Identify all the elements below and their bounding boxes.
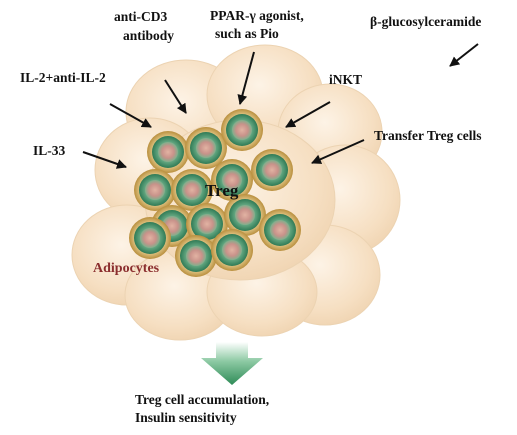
treg-cell	[134, 169, 176, 211]
treg-cell	[224, 194, 266, 236]
arrow-il2	[109, 103, 152, 128]
treg-cell	[211, 159, 253, 201]
treg-cell	[221, 109, 263, 151]
label-ppar-line1: PPAR-γ agonist,	[210, 8, 304, 23]
down-arrow-icon	[201, 342, 263, 385]
label-treg: Treg	[205, 181, 239, 200]
treg-cell	[251, 149, 293, 191]
treg-cell	[185, 127, 227, 169]
treg-cell	[186, 203, 228, 245]
label-glucosylceramide: β-glucosylceramide	[370, 14, 481, 29]
label-il2: IL-2+anti-IL-2	[20, 70, 106, 85]
arrow-glucosylceramide	[449, 43, 479, 67]
treg-cell	[211, 229, 253, 271]
treg-cell	[175, 235, 217, 277]
label-anti-cd3-line2: antibody	[123, 28, 174, 43]
arrow-anti-cd3	[164, 79, 187, 114]
pointer-arrows	[82, 43, 479, 169]
label-outcome-line1: Treg cell accumulation,	[135, 392, 269, 407]
treg-cell	[171, 169, 213, 211]
label-inkt: iNKT	[329, 72, 362, 87]
label-transfer-treg: Transfer Treg cells	[374, 128, 481, 143]
label-outcome-line2: Insulin sensitivity	[135, 410, 237, 425]
label-anti-cd3-line1: anti-CD3	[114, 9, 167, 24]
arrow-transfer-treg	[311, 139, 365, 164]
label-il33: IL-33	[33, 143, 66, 158]
treg-cell	[147, 131, 189, 173]
arrow-ppar	[237, 51, 255, 105]
arrow-il33	[82, 151, 127, 169]
label-adipocytes: Adipocytes	[93, 261, 160, 276]
arrow-inkt	[285, 101, 331, 128]
treg-cell	[129, 217, 171, 259]
treg-cell	[259, 209, 301, 251]
label-ppar-line2: such as Pio	[215, 26, 279, 41]
treg-cluster	[129, 109, 301, 277]
